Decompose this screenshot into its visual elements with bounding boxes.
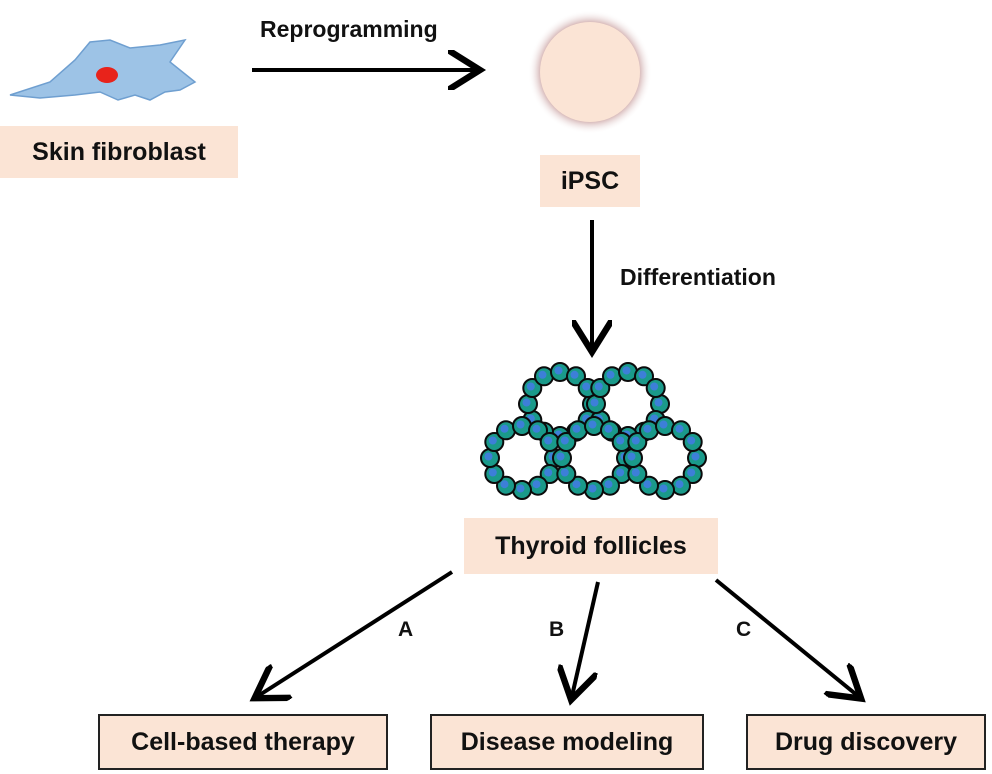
follicle-cell-nucleus: [544, 468, 553, 477]
follicle-cell-nucleus: [650, 382, 659, 391]
branch-arrow-c: [714, 578, 858, 696]
follicle-cell-nucleus: [654, 398, 663, 407]
follicle-cell-nucleus: [532, 424, 541, 433]
follicle-cell-nucleus: [606, 370, 615, 379]
follicle-cell-nucleus: [572, 480, 581, 489]
follicle-cell-nucleus: [588, 484, 597, 493]
follicle-cell-nucleus: [500, 424, 509, 433]
outcome-cell-based-therapy: Cell-based therapy: [98, 714, 388, 770]
follicle-cell-nucleus: [488, 468, 497, 477]
follicle-cell-nucleus: [687, 468, 696, 477]
follicle-cell-nucleus: [500, 480, 509, 489]
follicle-cell-nucleus: [556, 452, 565, 461]
follicle-cell-nucleus: [588, 420, 597, 429]
node-ipsc: iPSC: [540, 155, 640, 207]
follicle-cell-nucleus: [627, 452, 636, 461]
branch-arrow-b: [572, 581, 600, 696]
outcome-drug-discovery: Drug discovery: [746, 714, 986, 770]
outcome-label: Drug discovery: [774, 727, 957, 756]
follicle-cell-nucleus: [631, 436, 640, 445]
follicle-cell-nucleus: [616, 436, 625, 445]
node-label: Thyroid follicles: [495, 531, 687, 560]
branch-letter-c: C: [736, 618, 752, 641]
step-label-differentiation: Differentiation: [620, 264, 776, 290]
follicle-cell-nucleus: [691, 452, 700, 461]
ipsc-cell-icon: [528, 10, 652, 134]
branch-letter-b: B: [549, 618, 565, 641]
follicle-cell-nucleus: [631, 468, 640, 477]
follicle-cell-nucleus: [488, 436, 497, 445]
thyroid-follicles-icon: [480, 362, 707, 500]
branch-letter-a: A: [398, 618, 414, 641]
follicle-cell-nucleus: [516, 484, 525, 493]
follicle-cell-nucleus: [616, 468, 625, 477]
follicle-cell-nucleus: [643, 480, 652, 489]
follicle-cell-nucleus: [572, 424, 581, 433]
outcome-label: Cell-based therapy: [131, 727, 355, 756]
follicle-cell-nucleus: [622, 366, 631, 375]
follicle-cell-nucleus: [675, 480, 684, 489]
follicle-cell-nucleus: [659, 484, 668, 493]
follicle-cell-nucleus: [554, 366, 563, 375]
follicle-cell-nucleus: [560, 436, 569, 445]
follicle-cell-nucleus: [687, 436, 696, 445]
node-thyroid-follicles: Thyroid follicles: [464, 518, 718, 574]
follicle-cell-nucleus: [544, 436, 553, 445]
follicle-cell-nucleus: [643, 424, 652, 433]
follicle-cell-nucleus: [582, 382, 591, 391]
follicle-cell-nucleus: [638, 370, 647, 379]
follicle-cell-nucleus: [560, 468, 569, 477]
nucleus-icon: [96, 67, 118, 83]
branch-arrow-a: [258, 570, 454, 696]
fibroblast-cell-icon: [9, 38, 197, 101]
follicle-cell-nucleus: [675, 424, 684, 433]
follicle-cell-nucleus: [659, 420, 668, 429]
follicle-cell-nucleus: [604, 424, 613, 433]
follicle-cell-nucleus: [532, 480, 541, 489]
follicle-cell-nucleus: [604, 480, 613, 489]
follicle-cell-nucleus: [594, 382, 603, 391]
follicle-cell-nucleus: [516, 420, 525, 429]
outcome-disease-modeling: Disease modeling: [430, 714, 704, 770]
follicle-cell-nucleus: [522, 398, 531, 407]
follicle-cell-nucleus: [650, 414, 659, 423]
node-label: Skin fibroblast: [32, 137, 206, 166]
follicle-cell-nucleus: [484, 452, 493, 461]
follicle-cell-nucleus: [590, 398, 599, 407]
follicle-cell-nucleus: [538, 370, 547, 379]
step-label-reprogramming: Reprogramming: [260, 16, 438, 42]
node-fibroblast: Skin fibroblast: [0, 126, 238, 178]
outcome-label: Disease modeling: [460, 727, 674, 756]
follicle-cell-nucleus: [526, 382, 535, 391]
follicle-cell-nucleus: [570, 370, 579, 379]
node-label: iPSC: [560, 166, 620, 195]
